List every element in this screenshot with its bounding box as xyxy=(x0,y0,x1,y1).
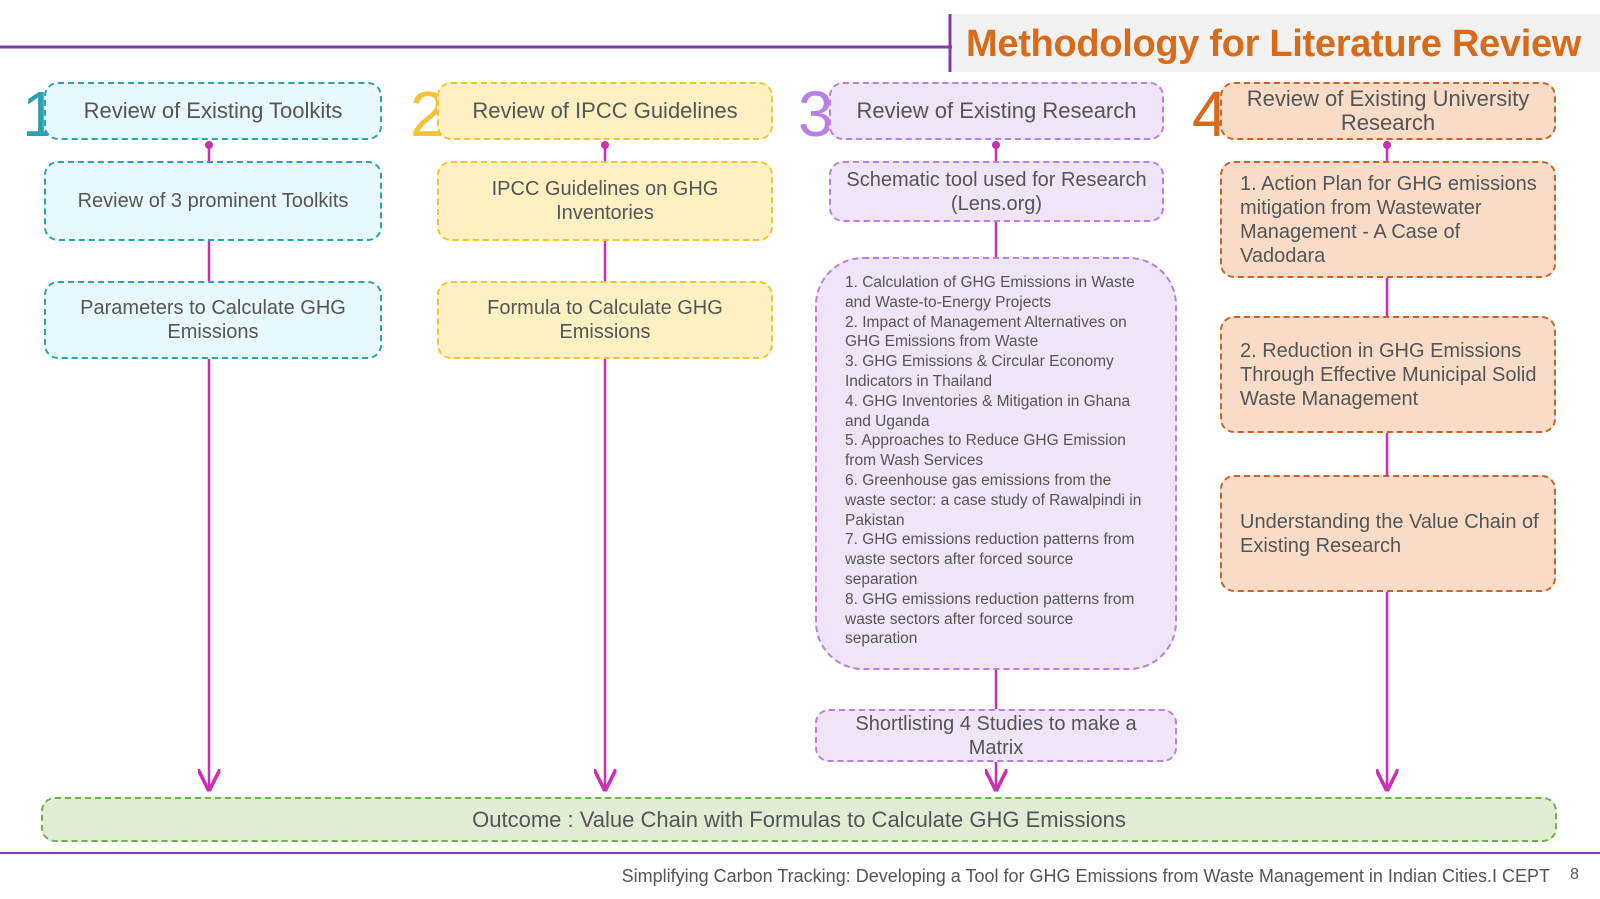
header-existing-toolkits: Review of Existing Toolkits xyxy=(44,82,382,140)
step-shortlisting-studies: Shortlisting 4 Studies to make a Matrix xyxy=(815,709,1177,762)
list-item: 5. Approaches to Reduce GHG Emission fro… xyxy=(845,432,1126,470)
step-number-3: 3 xyxy=(798,78,834,150)
step-value-chain-research: Understanding the Value Chain of Existin… xyxy=(1220,475,1556,592)
page-number: 8 xyxy=(1570,866,1579,883)
step-review-toolkits: Review of 3 prominent Toolkits xyxy=(44,161,382,241)
step-parameters-ghg: Parameters to Calculate GHG Emissions xyxy=(44,281,382,359)
list-item: 4. GHG Inventories & Mitigation in Ghana… xyxy=(845,392,1131,430)
list-item: 3. GHG Emissions & Circular Economy Indi… xyxy=(845,353,1114,390)
page-title: Methodology for Literature Review xyxy=(966,23,1582,65)
list-item: 8. GHG emissions reduction patterns from… xyxy=(845,590,1135,648)
list-item: 2. Impact of Management Alternatives on … xyxy=(845,313,1127,351)
list-item: 6. Greenhouse gas emissions from the was… xyxy=(845,471,1142,529)
header-ipcc-guidelines: Review of IPCC Guidelines xyxy=(437,82,773,140)
header-existing-research: Review of Existing Research xyxy=(829,82,1164,140)
step-formula-ghg: Formula to Calculate GHG Emissions xyxy=(437,281,773,359)
list-item: 1. Calculation of GHG Emissions in Waste… xyxy=(845,274,1135,311)
step-schematic-tool: Schematic tool used for Research (Lens.o… xyxy=(829,161,1164,222)
footer-text: Simplifying Carbon Tracking: Developing … xyxy=(621,866,1550,886)
research-studies-list: 1. Calculation of GHG Emissions in Waste… xyxy=(815,257,1177,670)
title-background xyxy=(952,14,1600,72)
outcome-box: Outcome : Value Chain with Formulas to C… xyxy=(41,797,1557,842)
step-ipcc-inventories: IPCC Guidelines on GHG Inventories xyxy=(437,161,773,241)
list-item: 7. GHG emissions reduction patterns from… xyxy=(845,531,1135,588)
step-action-plan-vadodara: 1. Action Plan for GHG emissions mitigat… xyxy=(1220,161,1556,278)
header-university-research: Review of Existing University Research xyxy=(1220,82,1556,140)
step-msw-reduction: 2. Reduction in GHG Emissions Through Ef… xyxy=(1220,316,1556,433)
